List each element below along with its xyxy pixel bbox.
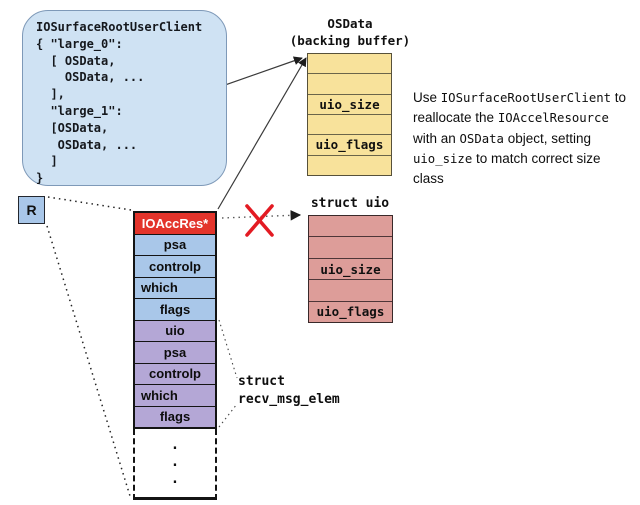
dotted-line-label-bottom [218,403,238,428]
note-line: reallocate the IOAccelResource [413,108,640,128]
ellipsis-dot: . [170,470,180,487]
recv-msg-elem-label-line2: recv_msg_elem [238,391,340,407]
struct-uio-title: struct uio [310,196,390,211]
ellipsis-dot: . [170,437,180,454]
osdata-row-uio_size: uio_size [308,93,391,114]
dotted-line-label-top [218,319,238,379]
stack-row-psa: psa [135,233,215,255]
note-line: with an OSData object, setting [413,129,640,149]
note-plain-text: to match correct size [472,150,601,166]
note-code-text: IOSurfaceRootUserClient [440,91,612,105]
recv-msg-elem-label-line1: struct [238,374,285,389]
note-plain-text: object, setting [503,130,592,146]
stack-row-psa: psa [135,341,215,363]
osdata-title-line2: (backing buffer) [289,33,411,48]
arrow-resource-to-osdata [217,57,307,210]
note-plain-text: class [413,171,444,187]
uio-row-empty [309,216,392,236]
uio-row-empty [309,279,392,300]
stack-row-controlp: controlp [135,255,215,277]
note-line: uio_size to match correct size [413,149,640,169]
note-plain-text: Use [413,90,441,105]
osdata-row-uio_flags: uio_flags [308,134,391,154]
osdata-title: OSData (backing buffer) [285,15,415,49]
osdata-backing-buffer-table: uio_size uio_flags [307,53,392,176]
stack-row-flags: flags [135,405,215,427]
red-x-icon [245,204,274,237]
dotted-line-port-to-stack-bottom [46,225,131,497]
stack-row-flags: flags [135,298,215,320]
osdata-row-empty [308,73,391,93]
stack-row-controlp: controlp [135,362,215,384]
iosurface-client-box: IOSurfaceRootUserClient { "large_0": [ O… [22,10,227,186]
uio-row-uio_flags: uio_flags [309,300,392,322]
uio-row-empty [309,236,392,257]
osdata-row-empty [308,113,391,134]
note-plain-text: reallocate the [413,110,498,126]
note-line: Use IOSurfaceRootUserClient to [413,88,640,108]
recv-msg-elem-label: struct recv_msg_elem [238,373,340,408]
stack-row-uio: uio [135,319,215,341]
ellipsis-dot: . [170,453,180,470]
note-plain-text: to [611,90,627,105]
dotted-line-port-to-stack-top [47,196,132,211]
stack-row-which: which [135,384,215,406]
note-line: class [413,169,640,188]
osdata-title-line1: OSData [327,16,373,31]
note-code-text: OSData [459,131,504,146]
note-code-text: uio_size [413,151,473,166]
dotted-arrow-resource-to-uio [221,210,302,221]
stack-continuation-box: ... [133,429,217,500]
port-box: R [18,196,45,224]
stack-row-IOAccRes: IOAccRes* [135,213,215,234]
stack-row-which: which [135,276,215,298]
osdata-row-empty [308,54,391,73]
note-code-text: IOAccelResource [497,111,609,126]
struct-uio-table: uio_size uio_flags [308,215,393,323]
note-plain-text: with an [413,130,460,146]
uio-row-uio_size: uio_size [309,257,392,279]
osdata-row-empty [308,154,391,175]
